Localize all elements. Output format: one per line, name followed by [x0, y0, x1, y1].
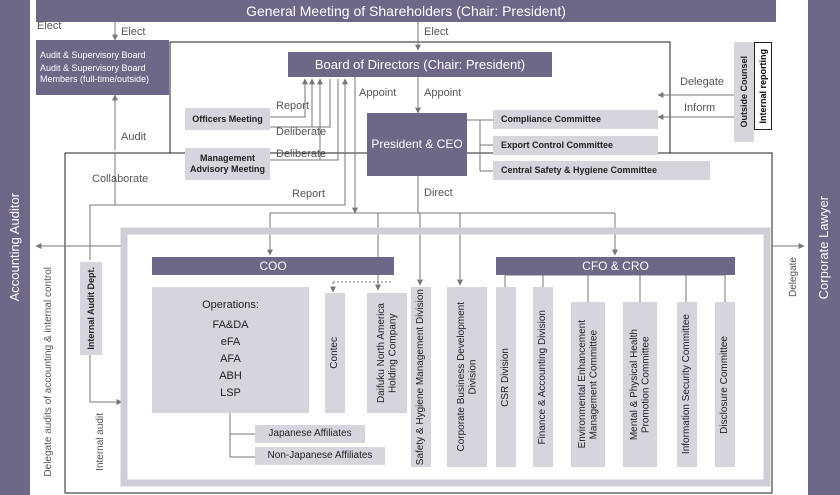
operations-item: LSP: [220, 387, 241, 400]
operations-item: FA&DA: [212, 318, 249, 331]
audit-board-line2: Audit & Supervisory Board: [40, 63, 146, 74]
coo-header: COO: [152, 257, 394, 275]
compliance-committee: Compliance Committee: [493, 110, 658, 129]
operations-box: Operations: FA&DA eFA AFA ABH LSP: [152, 287, 309, 413]
corp-biz-line1: Corporate Business Development: [455, 302, 467, 452]
export-control-committee: Export Control Committee: [493, 136, 658, 155]
outside-counsel: Outside Counsel: [734, 42, 754, 142]
operations-item: eFA: [220, 335, 241, 348]
internal-reporting: Internal reporting: [754, 42, 772, 130]
shareholders-meeting: General Meeting of Shareholders (Chair: …: [36, 0, 776, 22]
label-appoint-left: Appoint: [359, 87, 397, 99]
president-ceo: President & CEO: [367, 113, 467, 176]
management-advisory-meeting: Management Advisory Meeting: [185, 148, 270, 180]
central-safety-committee: Central Safety & Hygiene Committee: [493, 161, 710, 180]
information-security-committee: Information Security Committee: [677, 302, 697, 467]
env-line2: Management Committee: [588, 329, 599, 440]
cfo-cro-header: CFO & CRO: [496, 257, 735, 275]
operations-title: Operations:: [202, 299, 259, 312]
non-japanese-affiliates: Non-Japanese Affiliates: [255, 447, 385, 465]
label-report-audit: Report: [292, 188, 326, 200]
corporate-lawyer: Corporate Lawyer: [808, 0, 840, 495]
label-audit: Audit: [121, 131, 147, 143]
health-line1: Mental & Physical Health: [628, 328, 640, 441]
health-line2: Promotion Committee: [640, 336, 651, 433]
label-appoint-right: Appoint: [424, 87, 462, 99]
label-report-officers: Report: [276, 100, 310, 112]
label-delegate-audits: Delegate audits of accounting & internal…: [43, 267, 55, 477]
safety-hygiene-division: Safety & Hygiene Management Division: [411, 287, 431, 467]
label-elect-board: Elect: [424, 26, 449, 38]
audit-supervisory-board: Audit & Supervisory Board Audit & Superv…: [36, 40, 169, 95]
label-elect-audit: Elect: [121, 26, 146, 38]
label-direct: Direct: [424, 187, 453, 199]
daifuku-line2: Holding Company: [387, 313, 398, 393]
daifuku-line1: Daifuku North America: [375, 302, 387, 404]
label-delegate-counsel: Delegate: [680, 76, 725, 88]
label-inform: Inform: [684, 102, 716, 114]
mgmt-line1: Management: [199, 153, 255, 164]
accounting-auditor: Accounting Auditor: [0, 0, 30, 495]
audit-board-line1: Audit & Supervisory Board: [40, 50, 146, 61]
contec: Contec: [325, 293, 345, 413]
internal-audit-dept: Internal Audit Dept.: [80, 262, 102, 355]
env-line1: Environmental Enhancement: [576, 320, 588, 449]
label-delegate-lawyer: Delegate: [788, 256, 800, 298]
board-of-directors: Board of Directors (Chair: President): [288, 52, 552, 77]
label-deliberate-mgmt: Deliberate: [276, 148, 327, 160]
label-elect-left: Elect: [37, 20, 62, 32]
disclosure-committee: Disclosure Committee: [715, 302, 735, 467]
operations-item: AFA: [220, 353, 241, 365]
audit-board-line3: Members (full-time/outside): [40, 73, 150, 84]
operations-item: ABH: [219, 370, 242, 383]
mgmt-line2: Advisory Meeting: [189, 164, 265, 174]
japanese-affiliates: Japanese Affiliates: [255, 425, 365, 443]
label-collaborate: Collaborate: [92, 173, 149, 185]
csr-division: CSR Division: [496, 287, 516, 467]
label-internal-audit: Internal audit: [95, 413, 107, 471]
finance-accounting-division: Finance & Accounting Division: [533, 287, 553, 467]
label-deliberate-officers: Deliberate: [276, 126, 327, 138]
officers-meeting: Officers Meeting: [185, 108, 270, 130]
corp-biz-line2: Division: [467, 359, 478, 395]
